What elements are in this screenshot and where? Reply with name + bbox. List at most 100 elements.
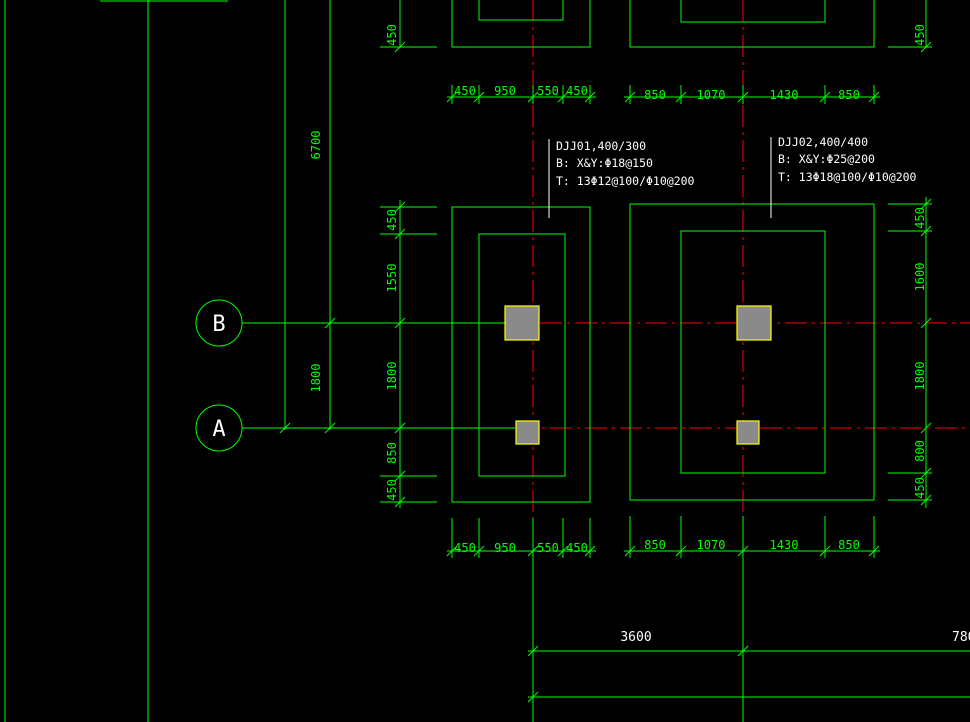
dim-text: 950 [494,84,516,98]
dim-tick [394,496,406,508]
dim-text: 1800 [385,362,399,391]
footing-tag-line2: B: X&Y:Φ25@200 [778,152,875,166]
dim-text: 1070 [697,88,726,102]
dim-text: 850 [644,538,666,552]
top-dim-row-left: 450 950 550 450 [446,84,596,104]
dim-tick [446,545,458,557]
dim-text: 950 [494,541,516,555]
footing-tag-line3: T: 13Φ12@100/Φ10@200 [556,174,695,188]
dim-text: 1070 [697,538,726,552]
dim-text: 1430 [770,88,799,102]
dim-text: 850 [838,88,860,102]
left-dimension-group: 6700 1800 [279,0,336,434]
dim-text: 1550 [385,264,399,293]
dim-tick [527,545,539,557]
column-b-right[interactable] [736,305,772,341]
dim-tick [394,422,406,434]
footing-inner-top-right [680,0,826,23]
dim-text: 850 [838,538,860,552]
dim-text: 450 [913,207,927,229]
dim-tick [584,545,596,557]
dim-tick [527,691,539,703]
dim-tick [446,91,458,103]
dim-tick [394,41,406,53]
footing-outer-outline [629,203,875,501]
dim-text-6700: 6700 [309,131,323,160]
dim-text: 850 [644,88,666,102]
dim-text: 450 [913,24,927,46]
dim-tick [473,91,485,103]
dim-tick [394,317,406,329]
column-a-right[interactable] [736,420,760,445]
footing-outer-outline [451,206,591,503]
bottom-dim-row-left: 450 950 550 450 [446,518,596,558]
dim-tick [920,41,932,53]
dim-text: 1800 [913,362,927,391]
dim-tick [737,645,749,657]
dim-text: 1430 [770,538,799,552]
axis-b-group: B [195,299,970,347]
dim-tick [675,545,687,557]
dim-tick [624,91,636,103]
dim-text: 450 [454,541,476,555]
dim-tick [819,545,831,557]
dim-text: 450 [385,479,399,501]
dim-text: 1600 [913,263,927,292]
column-b-left[interactable] [504,305,540,341]
footing-outer-top-right [629,0,875,48]
dim-tick [394,470,406,482]
footing-tag-line3: T: 13Φ18@100/Φ10@200 [778,170,917,184]
dim-text-3600: 3600 [620,630,651,645]
grid-span-dims: 3600 7800 [527,558,970,722]
dim-tick [394,201,406,213]
dim-tick [819,91,831,103]
dim-tick [473,545,485,557]
bottom-dim-row-right: 850 1070 1430 850 [624,516,880,558]
dim-tick [920,198,932,210]
dim-text: 850 [385,442,399,464]
dim-tick [920,225,932,237]
dim-tick [868,545,880,557]
column-a-left[interactable] [515,420,540,445]
footing-tag-line1: DJJ01,400/300 [556,139,646,153]
dim-tick [394,228,406,240]
dim-text: 550 [537,541,559,555]
footing-inner-top-left [478,0,564,21]
dim-text-7800: 7800 [952,630,970,645]
footing-tag-line1: DJJ02,400/400 [778,135,868,149]
axis-label-b: B [212,312,225,337]
dim-tick [920,494,932,506]
dim-text: 450 [913,477,927,499]
top-dim-row-right: 850 1070 1430 850 [624,85,880,104]
dim-tick [868,91,880,103]
footing-djj02[interactable]: DJJ02,400/400 B: X&Y:Φ25@200 T: 13Φ18@10… [629,135,917,501]
dim-tick [737,91,749,103]
footing-inner-outline [680,230,826,474]
axis-label-a: A [212,417,225,442]
dim-tick [920,422,932,434]
right-vertical-dim-chain: 450 1600 1800 800 450 [888,197,932,508]
top-footings: 450 450 [380,0,932,53]
footing-tag-line2: B: X&Y:Φ18@150 [556,156,653,170]
dim-text: 450 [385,24,399,46]
footing-inner-outline [478,233,566,477]
dim-text: 800 [913,440,927,462]
dim-text: 450 [385,209,399,231]
footing-outer-top-left [451,0,591,48]
footing-djj01[interactable]: DJJ01,400/300 B: X&Y:Φ18@150 T: 13Φ12@10… [451,139,695,503]
dim-tick [557,91,569,103]
dim-tick [920,317,932,329]
dim-tick [920,467,932,479]
dim-tick [624,545,636,557]
dim-tick [527,645,539,657]
left-vertical-dim-chain: 450 1550 1800 850 450 [380,200,437,508]
axis-a-group: A [195,404,970,452]
dim-text: 450 [566,84,588,98]
dim-text-1800: 1800 [309,364,323,393]
dim-tick [737,545,749,557]
dim-text: 450 [454,84,476,98]
dim-tick [527,91,539,103]
dim-tick [584,91,596,103]
dim-tick [675,91,687,103]
